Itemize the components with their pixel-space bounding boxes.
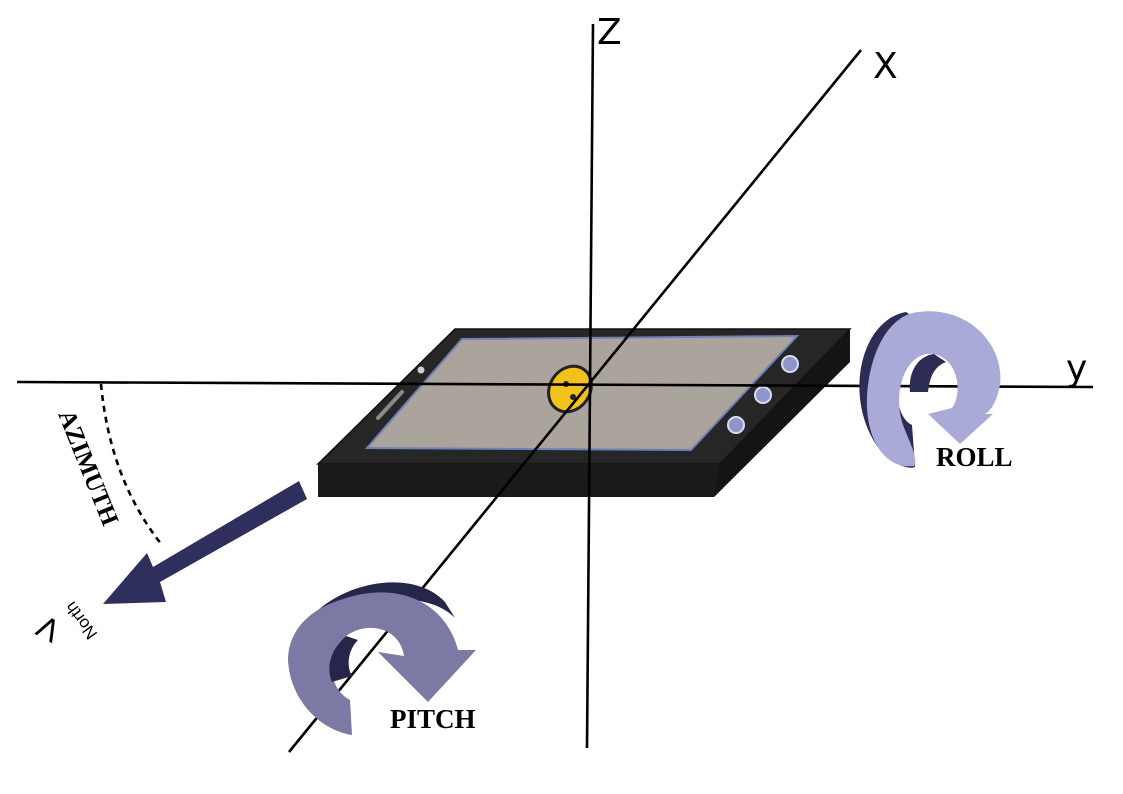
azimuth-label: AZIMUTH [52, 406, 123, 530]
pitch-arrow-icon [288, 582, 476, 735]
z-axis [585, 23, 595, 749]
x-axis [287, 49, 863, 753]
phone-speaker [376, 390, 404, 420]
north-symbol: V [31, 607, 66, 648]
center-disc-icon [547, 364, 593, 414]
z-axis-label: Z [597, 12, 622, 53]
north-label: North [61, 598, 101, 643]
phone-button [727, 416, 745, 434]
phone-front-edge [318, 464, 720, 497]
y-axis-label: y [1066, 348, 1087, 389]
north-arrow-icon [103, 481, 307, 604]
axes: Z X y [16, 12, 1094, 753]
phone [316, 328, 852, 497]
phone-button [781, 355, 799, 373]
phone-camera [417, 366, 425, 374]
pitch-label: PITCH [390, 704, 476, 734]
phone-right-edge [714, 329, 850, 497]
phone-button [754, 386, 772, 404]
roll-arrow-icon [859, 311, 1001, 468]
x-axis-label: X [873, 46, 898, 87]
roll-label: ROLL [936, 442, 1013, 472]
azimuth-arc [99, 383, 164, 546]
